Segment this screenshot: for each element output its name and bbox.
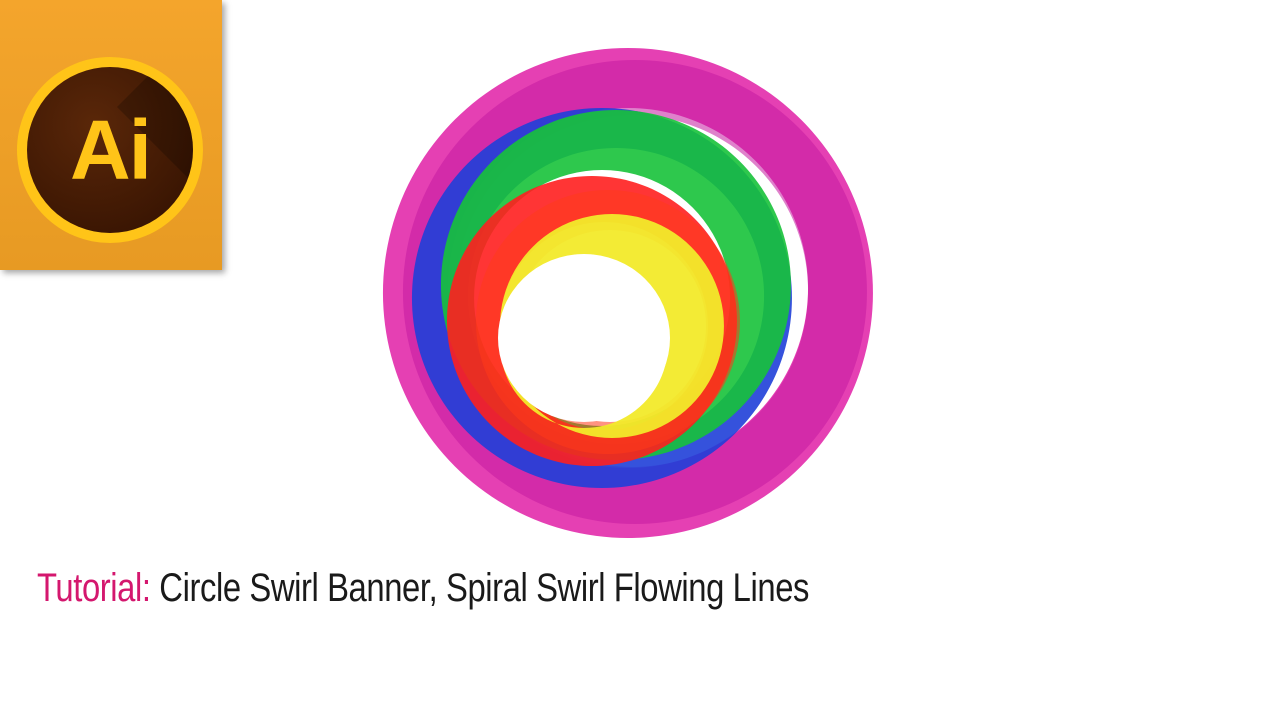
adobe-illustrator-logo-icon: Ai bbox=[17, 57, 203, 243]
circle-swirl-artwork bbox=[382, 48, 873, 538]
caption-title: Circle Swirl Banner, Spiral Swirl Flowin… bbox=[159, 566, 810, 610]
swirl-ring-yellow bbox=[499, 214, 724, 438]
swirl-ring-green bbox=[440, 110, 791, 460]
logo-disc: Ai bbox=[27, 67, 193, 233]
illustrator-logo-tile: Ai bbox=[0, 0, 222, 270]
swirl-center bbox=[498, 254, 670, 422]
caption-lead: Tutorial: bbox=[37, 566, 151, 610]
logo-text: Ai bbox=[70, 103, 152, 197]
video-caption: Tutorial: Circle Swirl Banner, Spiral Sw… bbox=[37, 566, 809, 611]
